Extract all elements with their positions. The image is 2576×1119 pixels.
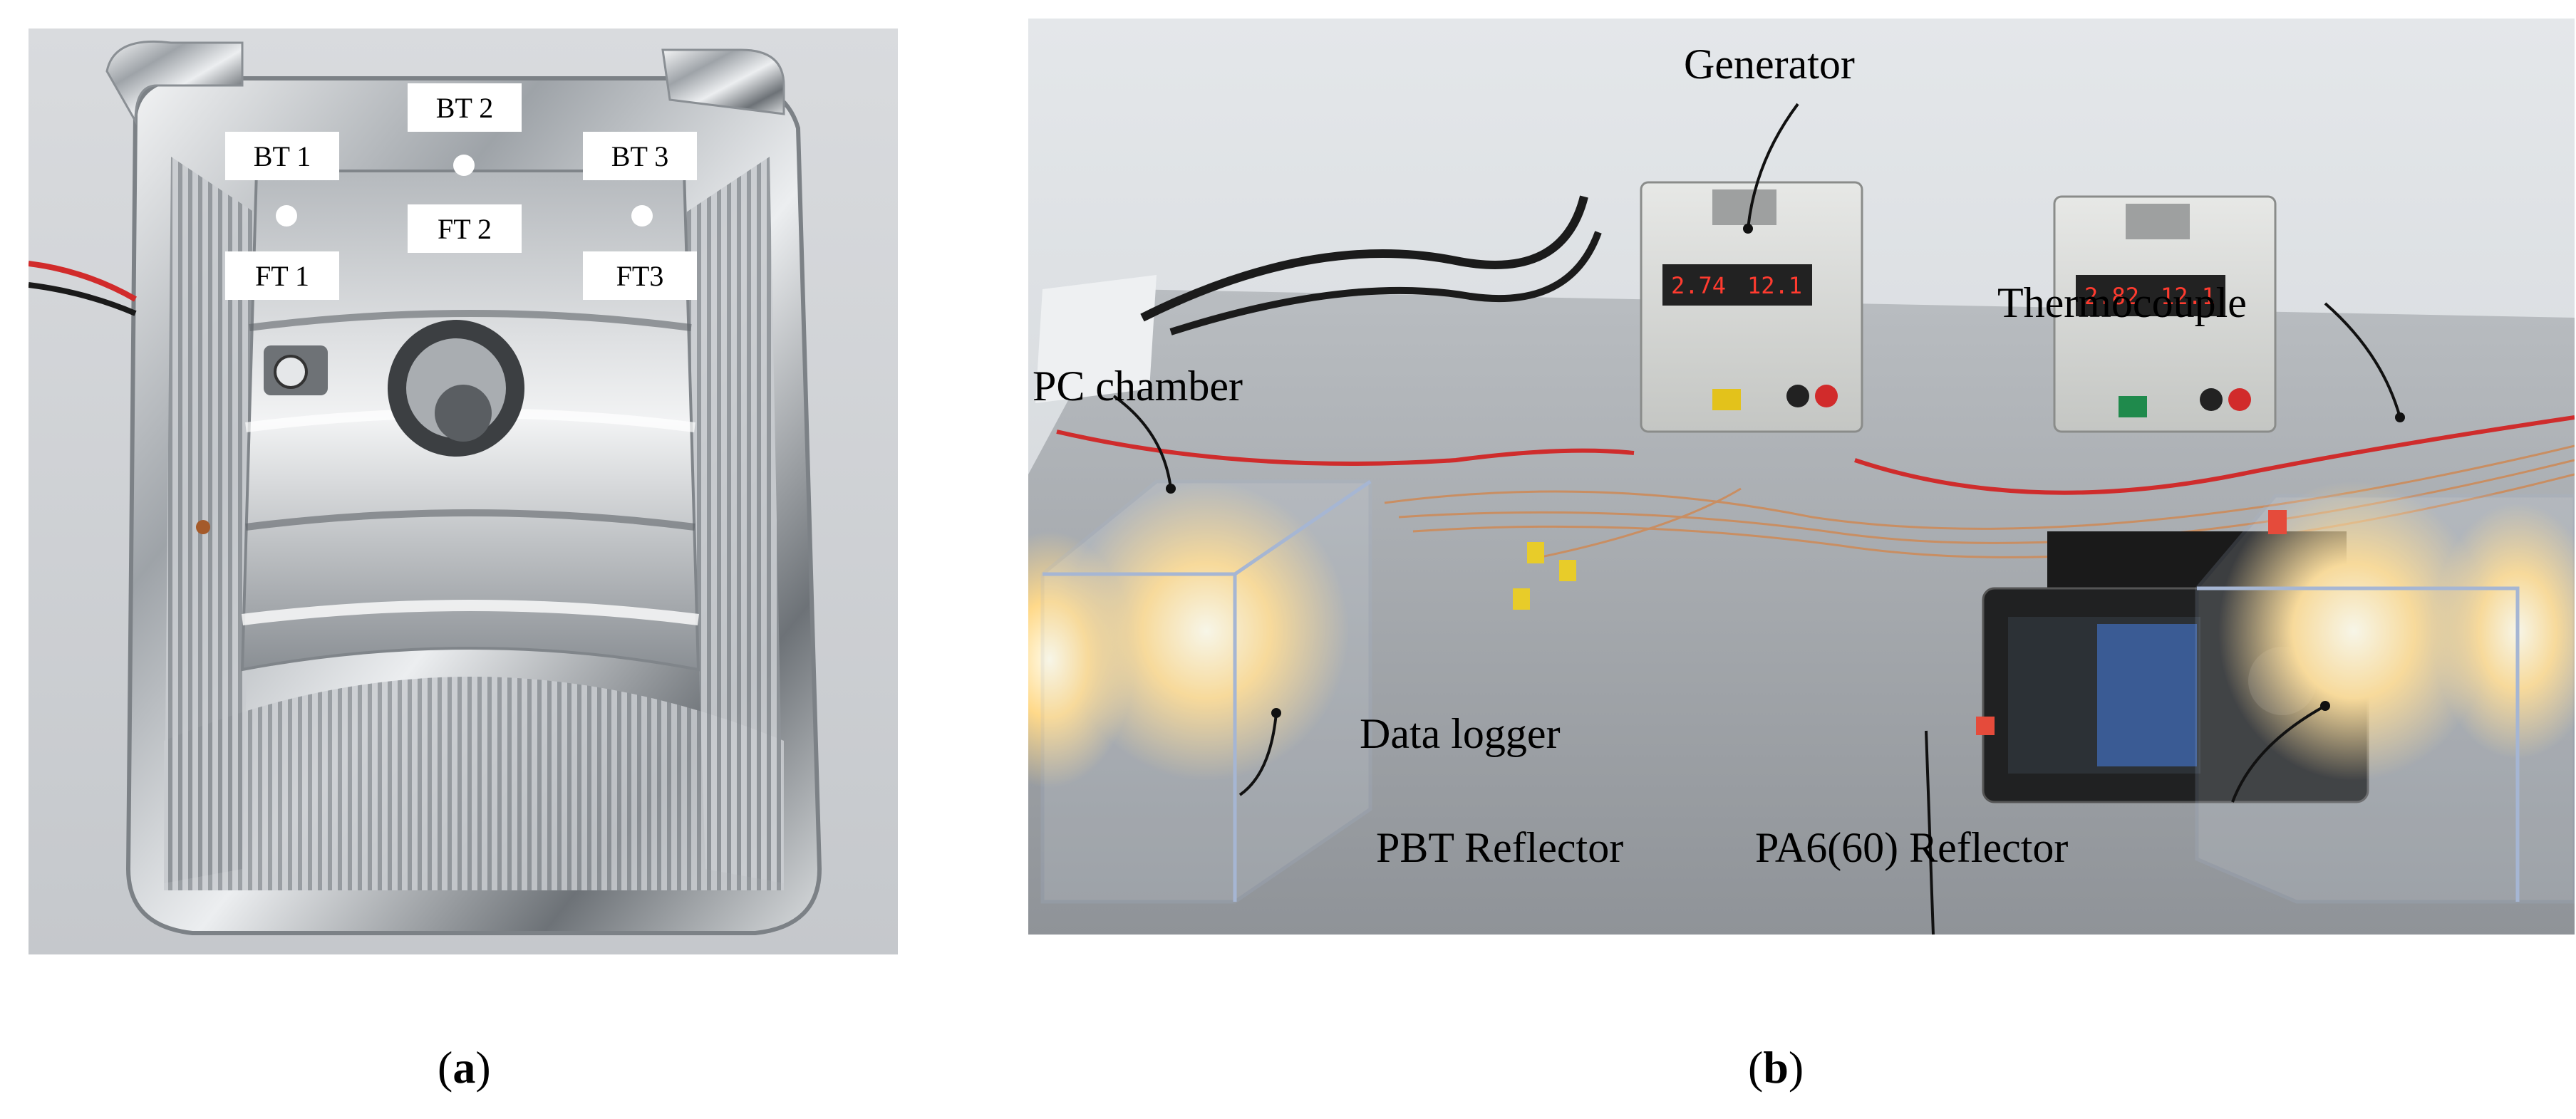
- generator-2-display-b: 12.1: [2160, 283, 2216, 310]
- annotation-thermocouple: Thermocouple: [1997, 279, 2247, 326]
- generator-1-display-b: 12.1: [1747, 272, 1803, 299]
- panel-label-a: (a): [438, 1042, 491, 1093]
- panel-letter-b: b: [1763, 1042, 1789, 1093]
- generator-2-display-a: 2.82: [2084, 283, 2140, 310]
- reflector-illustration: [29, 28, 898, 954]
- photo-reflector-measurement-points: BT 1 BT 2 BT 3 FT 1 FT 2 FT3: [29, 28, 898, 954]
- label-ft3: FT3: [583, 251, 697, 300]
- label-bt2: BT 2: [408, 83, 522, 132]
- photo-experimental-setup: 2.74 12.1 2.82 12.1 Generator Thermocoup…: [1028, 19, 2575, 935]
- label-bt1: BT 1: [225, 132, 339, 180]
- generator-1-display-a: 2.74: [1670, 272, 1727, 299]
- label-bt3: BT 3: [583, 132, 697, 180]
- annotation-pc-chamber: PC chamber: [1033, 363, 1243, 410]
- setup-illustration: [1028, 19, 2575, 935]
- panel-letter-a: a: [452, 1042, 476, 1093]
- annotation-data-logger: Data logger: [1360, 710, 1561, 757]
- label-ft1: FT 1: [225, 251, 339, 300]
- annotation-pa6-reflector: PA6(60) Reflector: [1755, 824, 2069, 871]
- label-ft2: FT 2: [408, 204, 522, 253]
- annotation-pbt-reflector: PBT Reflector: [1376, 824, 1624, 871]
- annotation-generator: Generator: [1684, 41, 1855, 88]
- panel-label-b: (b): [1748, 1042, 1804, 1093]
